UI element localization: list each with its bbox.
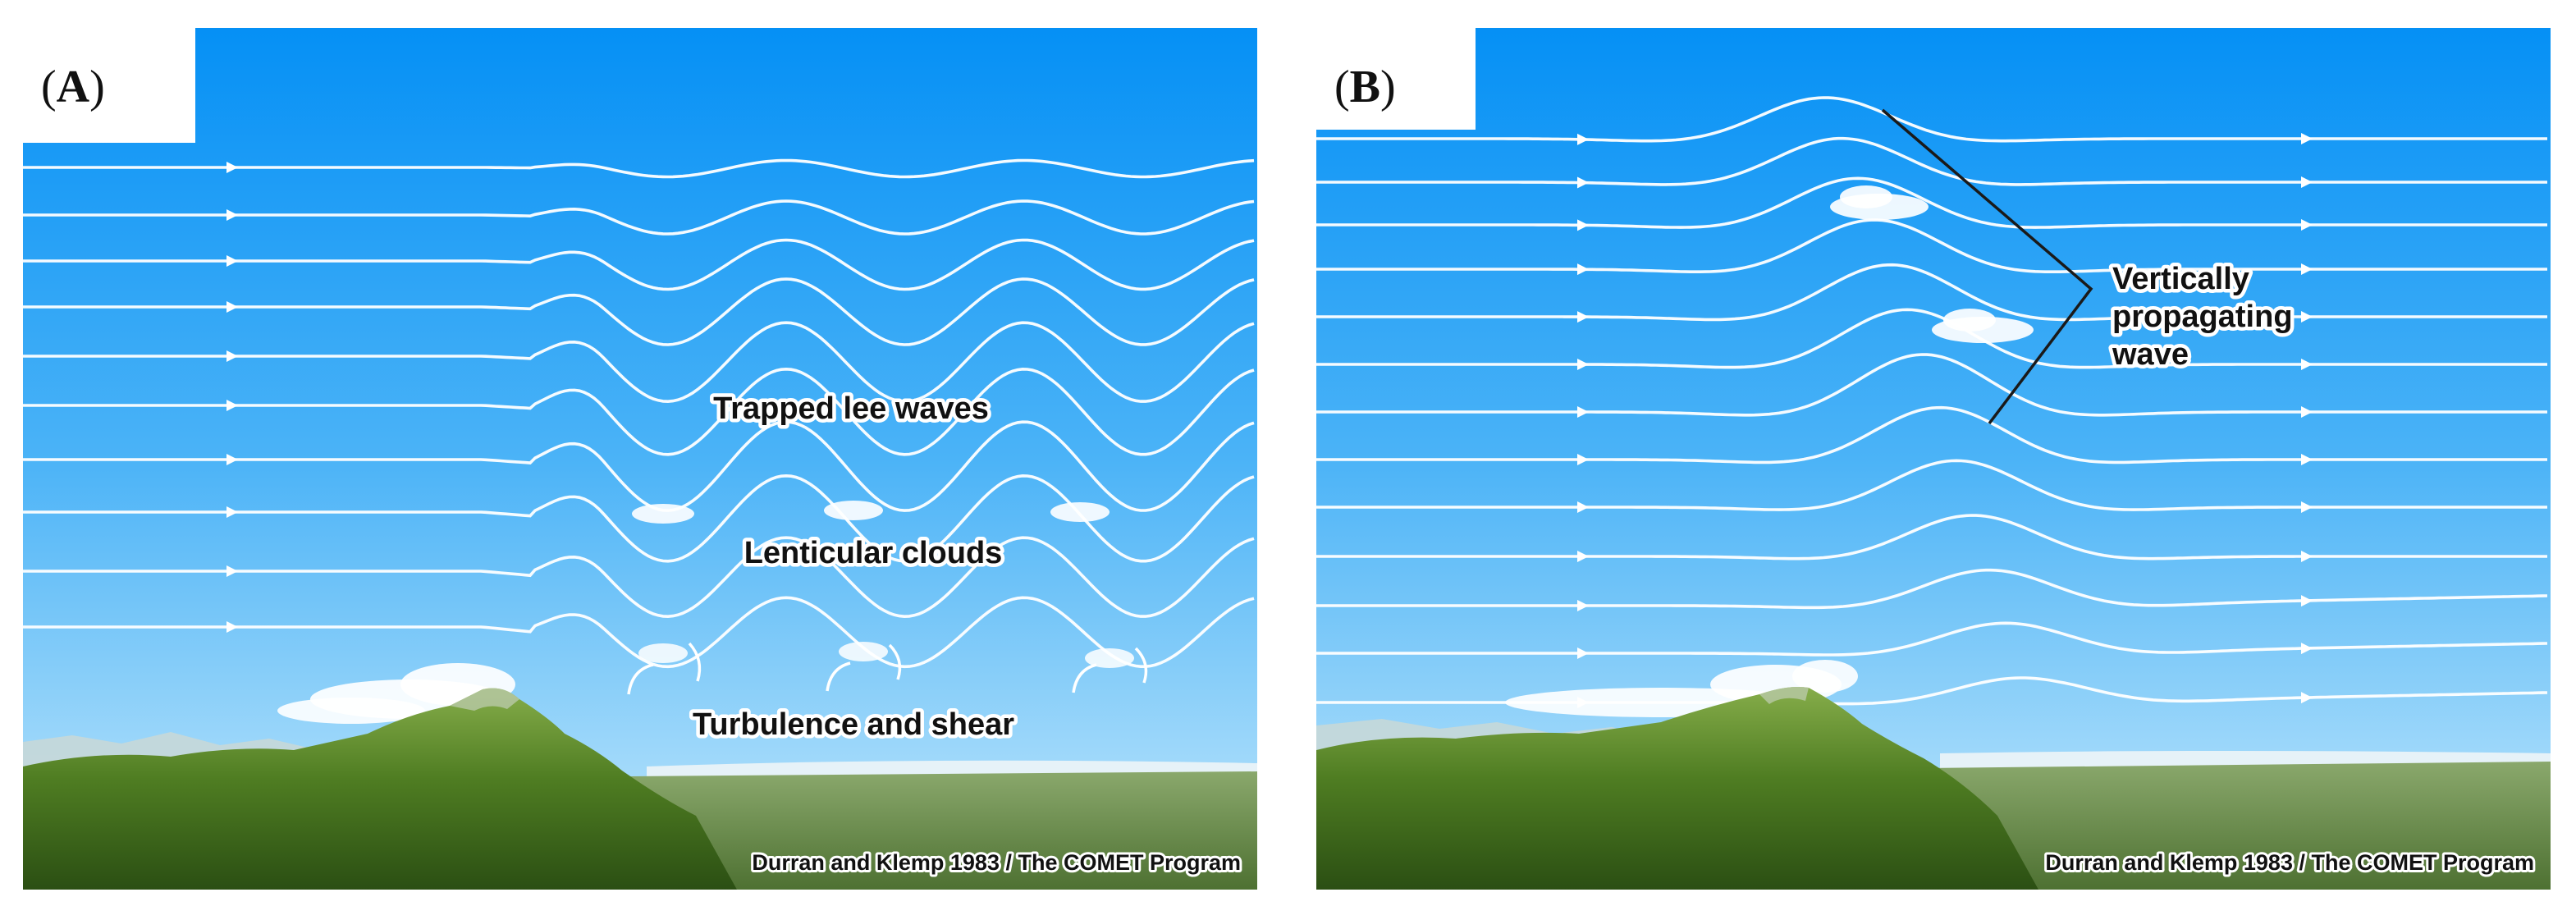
rotor-swirls bbox=[627, 642, 1148, 695]
flow-arrow bbox=[1577, 359, 1589, 371]
vertically-propagating-wave-label: Vertically propagating wave bbox=[2112, 262, 2301, 372]
rotor-swirl bbox=[688, 642, 702, 682]
flow-arrow bbox=[2301, 643, 2313, 655]
flow-arrow bbox=[2301, 263, 2313, 275]
flow-arrow bbox=[226, 255, 238, 267]
panel-b: (B) Vertically pro bbox=[1316, 28, 2551, 890]
flow-arrow bbox=[2301, 454, 2313, 466]
turbulence-shear-label: Turbulence and shear bbox=[693, 707, 1014, 742]
plain bbox=[630, 771, 1257, 890]
lenticular-cloud bbox=[824, 501, 883, 520]
mountain-summit bbox=[1759, 687, 1809, 704]
flow-arrow bbox=[1577, 133, 1589, 145]
flow-arrow bbox=[2301, 176, 2313, 188]
rotor-swirl bbox=[888, 643, 902, 680]
flow-arrow bbox=[2301, 218, 2313, 231]
flow-arrow bbox=[226, 400, 238, 411]
flow-arrow bbox=[226, 350, 238, 362]
rotor-cloud bbox=[638, 643, 688, 663]
flow-arrow bbox=[226, 565, 238, 577]
panel-label: (A) bbox=[41, 62, 105, 112]
panel-label-box bbox=[1316, 28, 1476, 130]
trapped-lee-waves-label: Trapped lee waves bbox=[713, 391, 989, 426]
flow-arrow bbox=[2301, 133, 2313, 144]
flow-arrow bbox=[1577, 600, 1589, 611]
streamline bbox=[1316, 263, 2547, 322]
flow-arrow bbox=[2301, 406, 2313, 419]
flow-arrow bbox=[2301, 311, 2313, 323]
flow-arrow bbox=[2301, 359, 2313, 371]
flow-arrow bbox=[2301, 501, 2313, 514]
flow-arrow bbox=[1577, 219, 1589, 231]
streamline bbox=[1316, 218, 2547, 273]
wave-cloud bbox=[1830, 185, 1929, 220]
streamline bbox=[1316, 459, 2547, 511]
panel-a: (A) bbox=[23, 28, 1257, 890]
rotor-cloud bbox=[1085, 648, 1134, 668]
wave-pointer bbox=[1881, 108, 2093, 425]
rotor-cloud bbox=[839, 642, 888, 661]
flow-arrow bbox=[226, 621, 238, 633]
flow-arrow bbox=[2301, 692, 2313, 704]
terrain bbox=[23, 688, 1257, 890]
streamlines bbox=[23, 158, 1255, 669]
streamline bbox=[1316, 136, 2547, 186]
streamline bbox=[1316, 176, 2547, 229]
wave-cloud bbox=[1932, 309, 2034, 343]
flow-arrow bbox=[2301, 595, 2313, 607]
rotor-swirl bbox=[1134, 647, 1148, 684]
mountain bbox=[23, 688, 737, 890]
cap-cloud bbox=[277, 663, 515, 724]
flow-arrow bbox=[226, 301, 238, 313]
lenticular-cloud bbox=[1050, 502, 1110, 522]
panel-label: (B) bbox=[1334, 62, 1396, 112]
lenticular-clouds-label: Lenticular clouds bbox=[744, 536, 1003, 570]
flow-arrow bbox=[1577, 176, 1589, 189]
streamline bbox=[1316, 96, 2547, 143]
source-credit: Durran and Klemp 1983 / The COMET Progra… bbox=[752, 850, 1241, 875]
streamline bbox=[1316, 308, 2547, 369]
flow-arrow bbox=[1577, 406, 1589, 419]
mountain-summit bbox=[450, 688, 519, 711]
streamline bbox=[1316, 353, 2547, 417]
flow-arrow bbox=[226, 162, 238, 173]
streamline bbox=[1316, 568, 2548, 610]
streamline bbox=[1316, 621, 2548, 657]
flow-arrow bbox=[1577, 551, 1589, 563]
rotor-swirl bbox=[1072, 663, 1097, 693]
panel-label-box bbox=[23, 28, 195, 143]
streamline bbox=[1316, 405, 2547, 464]
flow-arrow bbox=[1577, 454, 1589, 466]
flow-arrow bbox=[2301, 551, 2313, 563]
flow-arrow bbox=[1577, 263, 1589, 276]
flow-arrow bbox=[226, 454, 238, 465]
plain bbox=[1924, 762, 2551, 890]
rotor-swirl bbox=[627, 663, 654, 695]
terrain bbox=[1316, 687, 2551, 890]
flow-arrow bbox=[1577, 647, 1589, 659]
rotor-swirl bbox=[826, 661, 851, 692]
flow-arrow bbox=[1577, 311, 1589, 323]
source-credit: Durran and Klemp 1983 / The COMET Progra… bbox=[2045, 850, 2534, 875]
flow-arrow bbox=[226, 506, 238, 518]
lenticular-cloud bbox=[632, 504, 694, 524]
mountain bbox=[1316, 687, 2038, 890]
flow-arrow bbox=[226, 209, 238, 221]
streamline bbox=[1316, 514, 2547, 561]
flow-arrow bbox=[1577, 501, 1589, 514]
